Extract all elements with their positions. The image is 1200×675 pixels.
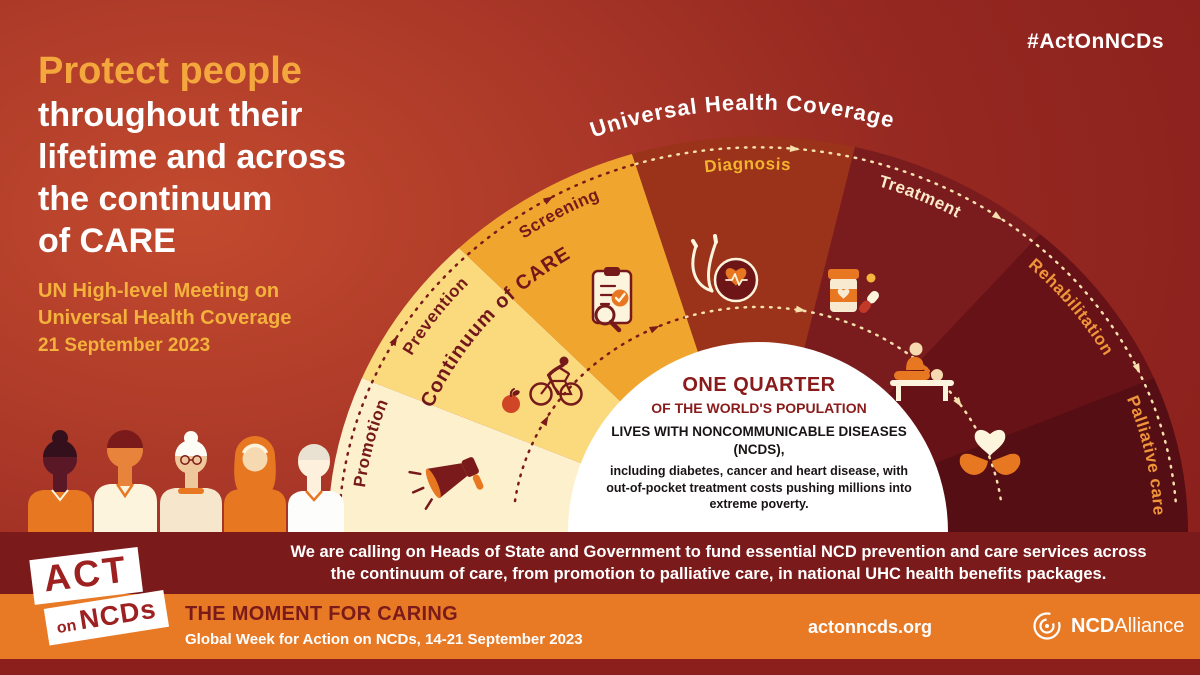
campaign-hashtag: #ActOnNCDs	[1027, 30, 1164, 53]
hands-holding-heart-icon	[959, 429, 1021, 475]
checklist-magnifier-icon	[591, 267, 633, 333]
physiotherapy-icon	[890, 342, 954, 401]
campaign-subtitle: Global Week for Action on NCDs, 14-21 Se…	[185, 631, 583, 648]
alliance-bold-text: NCD	[1071, 614, 1115, 637]
ncd-alliance-wordmark: NCDAlliance	[1071, 615, 1184, 638]
call-to-action-line: We are calling on Heads of State and Gov…	[290, 543, 1147, 561]
act-logo-ncds-text: NCDs	[77, 593, 159, 636]
call-to-action-line: the continuum of care, from promotion to…	[330, 565, 1107, 583]
direction-dashed-arcs	[338, 145, 1178, 507]
event-subtitle-line: Universal Health Coverage	[38, 307, 292, 329]
call-to-action-band: We are calling on Heads of State and Gov…	[0, 532, 1200, 594]
megaphone-icon	[408, 457, 484, 510]
stethoscope-heart-icon	[691, 234, 759, 303]
headline-block: Protect people throughout their lifetime…	[38, 48, 346, 357]
act-on-ncds-logo: ACT onNCDs	[29, 544, 170, 646]
center-dome	[568, 342, 948, 532]
headline-line: throughout their	[38, 96, 303, 134]
act-logo-act-text: ACT	[41, 548, 131, 600]
website-url: actonncds.org	[808, 617, 933, 637]
ncd-alliance-logo-icon	[1033, 612, 1061, 640]
arc-arrowheads	[389, 145, 1141, 427]
act-logo-on-text: on	[55, 617, 78, 638]
campaign-title: THE MOMENT FOR CARING	[185, 603, 458, 625]
headline-highlight: Protect people	[38, 50, 302, 92]
apple-icon	[502, 388, 520, 413]
event-subtitle: UN High-level Meeting on Universal Healt…	[38, 278, 346, 332]
bottom-strip	[0, 659, 1200, 675]
bicycle-icon	[529, 356, 583, 406]
stat-detail: including diabetes, cancer and heart dis…	[606, 464, 912, 512]
headline-line: lifetime and across	[38, 138, 347, 176]
outer-arc-label: Universal Health Coverage	[587, 90, 898, 143]
center-statistic: ONE QUARTER OF THE WORLD'S POPULATION LI…	[598, 374, 920, 513]
medicines-icon	[828, 269, 879, 314]
alliance-light-text: Alliance	[1114, 614, 1185, 637]
headline-line: of CARE	[38, 222, 176, 260]
segment-label-diagnosis: Diagnosis	[703, 154, 791, 176]
people-illustration	[28, 430, 344, 532]
segment-diagnosis	[632, 136, 855, 532]
event-subtitle-line: UN High-level Meeting on	[38, 280, 280, 302]
stat-subtitle: OF THE WORLD'S POPULATION	[651, 400, 867, 416]
footer-band: THE MOMENT FOR CARING Global Week for Ac…	[0, 594, 1200, 659]
stat-line: LIVES WITH NONCOMMUNICABLE DISEASES (NCD…	[611, 424, 907, 457]
event-date: 21 September 2023	[38, 335, 211, 356]
ncd-alliance-logo: NCDAlliance	[1030, 609, 1184, 643]
headline-line: the continuum	[38, 180, 273, 218]
call-to-action-text: We are calling on Heads of State and Gov…	[255, 541, 1182, 585]
stat-title: ONE QUARTER	[682, 374, 836, 396]
